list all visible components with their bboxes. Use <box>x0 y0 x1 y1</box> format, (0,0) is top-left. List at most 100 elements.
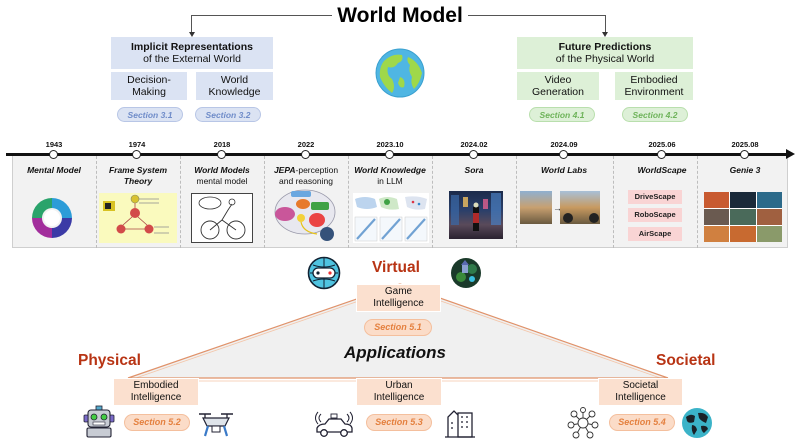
timeline-title-bold: JEPA <box>273 165 296 175</box>
urban-intelligence-box: Urban Intelligence <box>356 378 442 406</box>
drone-icon <box>197 410 235 438</box>
section-5-3-badge[interactable]: Section 5.3 <box>366 414 432 431</box>
timeline-separator <box>613 156 614 248</box>
section-3-1-badge[interactable]: Section 3.1 <box>117 107 183 122</box>
timeline-separator <box>516 156 517 248</box>
connector-left <box>191 15 332 32</box>
section-4-1-badge[interactable]: Section 4.1 <box>529 107 595 122</box>
world-labs-scene-before <box>520 191 552 224</box>
fantasy-world-icon <box>450 257 482 289</box>
timeline-title-bold: World Models <box>194 165 250 175</box>
section-5-2-badge[interactable]: Section 5.2 <box>124 414 190 431</box>
world-map-globe-icon <box>681 407 713 439</box>
timeline-node[interactable] <box>657 150 666 159</box>
timeline-title-bold: Mental Model <box>27 165 81 175</box>
timeline-date: 2023.10 <box>376 140 404 149</box>
timeline-node[interactable] <box>49 150 58 159</box>
timeline-date: 1974 <box>128 140 146 149</box>
timeline-separator <box>264 156 265 248</box>
roboscape-item[interactable]: RoboScape <box>628 208 682 222</box>
autonomous-car-icon <box>313 410 355 440</box>
timeline-date: 1943 <box>45 140 63 149</box>
drivescape-item[interactable]: DriveScape <box>628 190 682 204</box>
timeline-separator <box>697 156 698 248</box>
timeline-node[interactable] <box>469 150 478 159</box>
timeline-node[interactable] <box>385 150 394 159</box>
timeline-date: 2024.02 <box>460 140 488 149</box>
physical-category-label: Physical <box>78 352 141 369</box>
timeline-item-title: Genie 3 <box>703 165 787 176</box>
airscape-item[interactable]: AirScape <box>628 227 682 241</box>
social-network-icon <box>566 406 600 440</box>
timeline-date: 2025.06 <box>648 140 676 149</box>
timeline-node[interactable] <box>301 150 310 159</box>
urban-intelligence-line2: Intelligence <box>373 392 425 403</box>
societal-category-label: Societal <box>656 352 716 369</box>
implicit-heading-line1: Implicit Representations <box>131 41 253 53</box>
timeline-title-line2: in LLM <box>377 176 403 186</box>
section-4-2-badge[interactable]: Section 4.2 <box>622 107 688 122</box>
sora-city-image <box>449 191 503 239</box>
earth-globe-icon <box>374 47 426 99</box>
timeline-separator <box>96 156 97 248</box>
future-heading-line2: of the Physical World <box>555 53 655 65</box>
section-5-4-badge[interactable]: Section 5.4 <box>609 414 675 431</box>
decision-making-line1: Decision- <box>127 74 171 86</box>
timeline-title-line2: Theory <box>123 176 153 186</box>
embodied-intelligence-line1: Embodied <box>133 380 179 391</box>
timeline-date: 2025.08 <box>731 140 759 149</box>
timeline-separator <box>432 156 433 248</box>
timeline-separator <box>180 156 181 248</box>
timeline-axis <box>6 153 788 156</box>
timeline-title-rest: -perception <box>295 165 339 175</box>
societal-intelligence-box: Societal Intelligence <box>598 378 683 406</box>
timeline-separator <box>348 156 349 248</box>
timeline-title-bold: Genie 3 <box>729 165 761 175</box>
implicit-representations-box: Implicit Representations of the External… <box>111 37 273 69</box>
video-generation-box: Video Generation <box>517 72 599 100</box>
timeline-title-line2: and reasoning <box>279 176 333 186</box>
virtual-category-label: Virtual <box>372 259 420 276</box>
societal-intelligence-line1: Societal <box>622 380 659 391</box>
embodied-environment-line2: Environment <box>624 86 684 98</box>
timeline-date: 2022 <box>297 140 315 149</box>
timeline-title-bold: World Knowledge <box>354 165 426 175</box>
game-controller-globe-icon <box>307 256 341 290</box>
timeline-title-bold: WorldScape <box>637 165 687 175</box>
arrow-right-icon <box>602 32 608 37</box>
implicit-heading-line2: of the External World <box>143 53 241 65</box>
embodied-environment-box: Embodied Environment <box>615 72 693 100</box>
timeline-node[interactable] <box>217 150 226 159</box>
video-generation-line2: Generation <box>532 86 584 98</box>
embodied-environment-line1: Embodied <box>630 74 678 86</box>
mental-model-cycle-image <box>28 195 76 241</box>
cyclist-sketch-image <box>191 193 253 243</box>
timeline-node[interactable] <box>740 150 749 159</box>
timeline-arrowhead-icon <box>786 149 795 159</box>
decision-making-box: Decision- Making <box>111 72 187 100</box>
section-5-1-badge[interactable]: Section 5.1 <box>364 319 432 336</box>
world-knowledge-box: World Knowledge <box>196 72 273 100</box>
future-predictions-box: Future Predictions of the Physical World <box>517 37 693 69</box>
applications-title: Applications <box>344 343 447 362</box>
world-knowledge-line1: World <box>220 74 249 86</box>
timeline-node[interactable] <box>132 150 141 159</box>
robot-icon <box>82 404 116 438</box>
timeline-item-title: Sora <box>432 165 516 176</box>
connector-right <box>468 15 606 32</box>
jepa-brain-image <box>273 188 341 244</box>
urban-intelligence-line1: Urban <box>385 380 413 391</box>
societal-intelligence-line2: Intelligence <box>615 392 666 403</box>
genie3-grid-image <box>704 192 782 242</box>
timeline-title-bold: Sora <box>464 165 484 175</box>
game-intelligence-box: Game Intelligence <box>356 284 441 312</box>
game-intelligence-line2: Intelligence <box>373 298 424 309</box>
future-heading-line1: Future Predictions <box>558 41 652 53</box>
section-3-2-badge[interactable]: Section 3.2 <box>195 107 261 122</box>
world-knowledge-line2: Knowledge <box>208 86 261 98</box>
timeline-node[interactable] <box>559 150 568 159</box>
timeline-item-title: Mental Model <box>12 165 96 176</box>
